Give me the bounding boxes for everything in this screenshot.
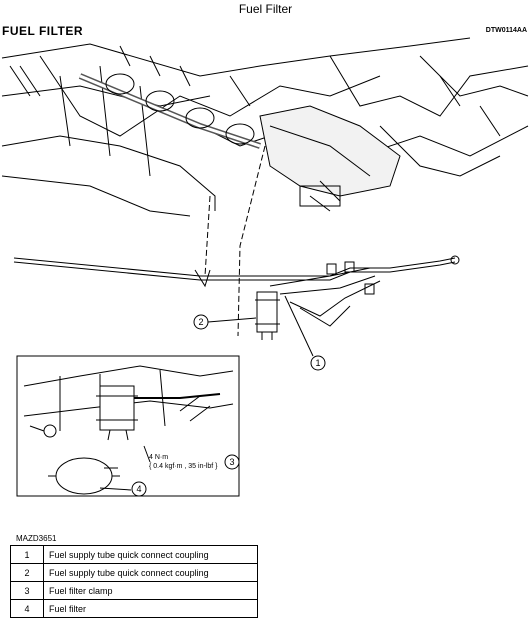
legend-label: Fuel supply tube quick connect coupling [43,545,258,564]
fuel-filter-diagram: 2 1 3 4 [1,37,529,497]
callout-4: 4 [136,484,141,494]
legend-num: 2 [10,563,44,582]
callout-1: 1 [315,358,320,368]
legend-label: Fuel supply tube quick connect coupling [43,563,258,582]
section-title: FUEL FILTER [2,24,84,38]
caption-code: MAZD3651 [16,534,57,543]
legend-row: 2 Fuel supply tube quick connect couplin… [10,563,258,582]
callout-leaders [207,295,314,357]
inset-detail [16,355,240,497]
callout-2: 2 [198,317,203,327]
legend-row: 4 Fuel filter [10,599,258,618]
fuel-lines [13,255,460,340]
torque-value: 4 N·m [149,454,169,461]
legend-row: 1 Fuel supply tube quick connect couplin… [10,545,258,564]
torque-alt-units: { 0.4 kgf·m , 35 in-lbf } [149,463,218,470]
callout-circle-2 [193,314,209,330]
legend-num: 1 [10,545,44,564]
vehicle-underbody [1,37,529,217]
callout-circle-4 [131,481,147,497]
legend-label: Fuel filter clamp [43,581,258,600]
figure-code: DTW0114AA [485,27,527,34]
legend-table: 1 Fuel supply tube quick connect couplin… [10,545,258,618]
legend-label: Fuel filter [43,599,258,618]
torque-spec: 4 N·m { 0.4 kgf·m , 35 in-lbf } [149,453,217,471]
legend-row: 3 Fuel filter clamp [10,581,258,600]
page-title: Fuel Filter [238,2,293,16]
legend-num: 3 [10,581,44,600]
callout-circle-1 [310,355,326,371]
leader-lines [204,145,266,337]
callout-circle-3 [224,454,240,470]
callout-3: 3 [229,457,234,467]
legend-num: 4 [10,599,44,618]
